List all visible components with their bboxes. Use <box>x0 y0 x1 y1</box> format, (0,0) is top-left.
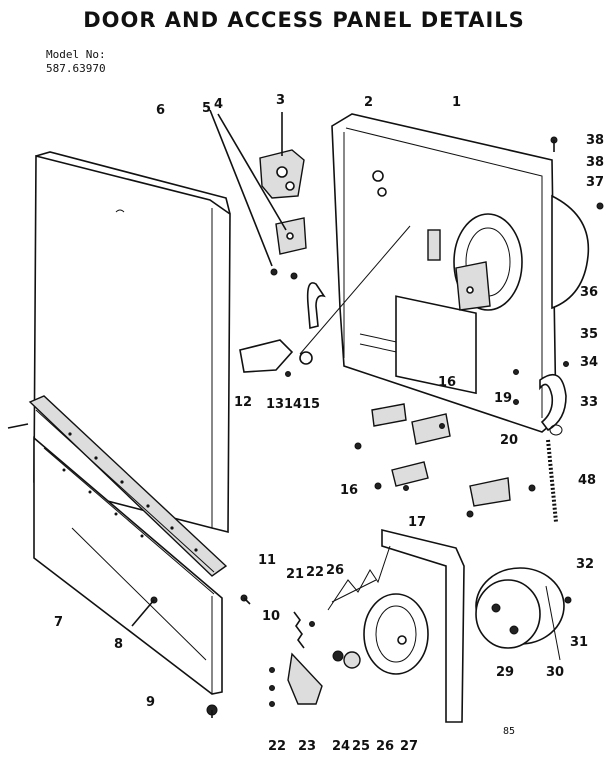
callout-2: 2 <box>364 95 373 110</box>
callout-20: 20 <box>500 433 518 448</box>
detergent-dispenser <box>427 213 523 311</box>
callout-33: 33 <box>580 395 598 410</box>
callout-6: 6 <box>156 103 165 118</box>
callout-30: 30 <box>546 665 564 680</box>
callout-8: 8 <box>114 637 123 652</box>
model-info: Model No: 587.63970 <box>46 48 106 76</box>
callout-36: 36 <box>580 285 598 300</box>
door-latch <box>539 361 569 436</box>
callout-4: 4 <box>214 97 223 112</box>
callout-26a: 26 <box>326 563 344 578</box>
model-number: 587.63970 <box>46 62 106 75</box>
callout-10: 10 <box>262 609 280 624</box>
callout-15: 15 <box>302 397 320 412</box>
inner-door-liner <box>331 113 557 433</box>
callout-12: 12 <box>234 395 252 410</box>
vent-cover <box>550 136 604 310</box>
callout-31: 31 <box>570 635 588 650</box>
callout-26b: 26 <box>376 739 394 754</box>
callout-17: 17 <box>408 515 426 530</box>
callout-38a: 38 <box>586 133 604 148</box>
callout-1: 1 <box>452 95 461 110</box>
callout-24: 24 <box>332 739 350 754</box>
page-code: 85 <box>503 726 516 737</box>
handle-assembly <box>239 225 519 405</box>
callout-13: 13 <box>266 397 284 412</box>
rinse-dispenser <box>475 567 572 661</box>
callout-38b: 38 <box>586 155 604 170</box>
lower-liner-section <box>327 528 465 723</box>
callout-9: 9 <box>146 695 155 710</box>
callout-27: 27 <box>400 739 418 754</box>
callout-37: 37 <box>586 175 604 190</box>
callout-5: 5 <box>202 101 211 116</box>
callout-16a: 16 <box>438 375 456 390</box>
panel-screws <box>131 594 251 718</box>
callout-19: 19 <box>494 391 512 406</box>
callout-32: 32 <box>576 557 594 572</box>
callout-34: 34 <box>580 355 598 370</box>
door-spring <box>546 439 558 523</box>
callout-3: 3 <box>276 93 285 108</box>
callout-29: 29 <box>496 665 514 680</box>
callout-22b: 22 <box>268 739 286 754</box>
callout-labels: 1 2 3 4 5 6 7 8 9 10 11 12 13 14 15 16 1… <box>54 93 604 754</box>
hinge-rail <box>7 395 228 577</box>
callout-35: 35 <box>580 327 598 342</box>
actuator-parts <box>269 611 344 707</box>
hinge-bracket <box>209 109 307 280</box>
callout-48: 48 <box>578 473 596 488</box>
callout-23: 23 <box>298 739 316 754</box>
hinge-plates <box>354 403 536 518</box>
model-label: Model No: <box>46 48 106 61</box>
callout-14: 14 <box>284 397 302 412</box>
callout-7: 7 <box>54 615 63 630</box>
lower-access-panel <box>33 436 223 695</box>
callout-25: 25 <box>352 739 370 754</box>
callout-16b: 16 <box>340 483 358 498</box>
callout-22a: 22 <box>306 565 324 580</box>
callout-11: 11 <box>258 553 276 568</box>
page-title: DOOR AND ACCESS PANEL DETAILS <box>83 8 525 32</box>
callout-21: 21 <box>286 567 304 582</box>
